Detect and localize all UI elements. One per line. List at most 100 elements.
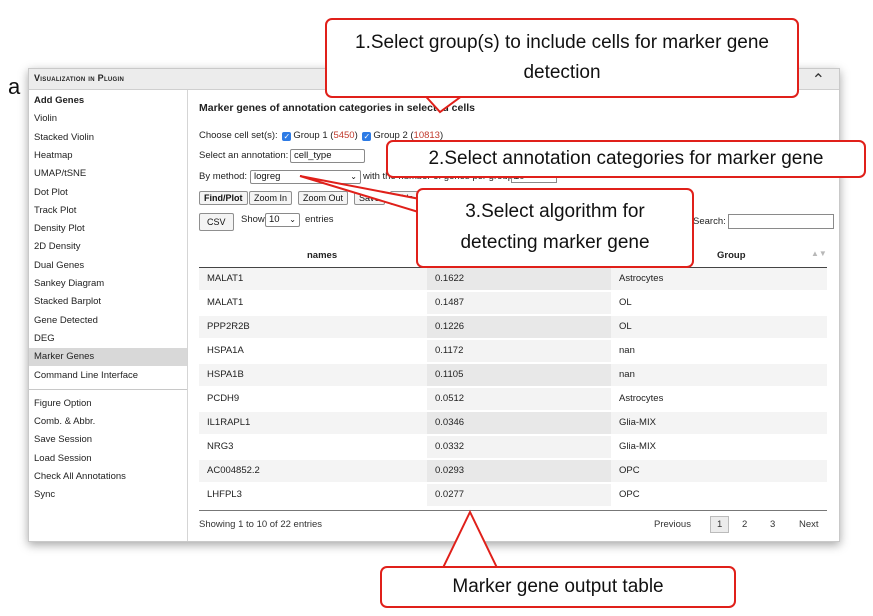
cell-group: nan: [619, 369, 635, 380]
sidebar-item-load-session[interactable]: Load Session: [34, 452, 92, 464]
sorted-column-shade: [427, 340, 611, 362]
pagination-previous[interactable]: Previous: [654, 519, 691, 530]
callout-3: 3.Select algorithm for detecting marker …: [416, 188, 694, 268]
group2-checkbox[interactable]: ✓: [362, 132, 372, 141]
table-info: Showing 1 to 10 of 22 entries: [199, 519, 323, 530]
entries-select[interactable]: 10 ⌄: [265, 213, 300, 227]
sort-icon: ▲▼: [811, 249, 827, 258]
group2-label: Group 2: [373, 130, 408, 141]
method-label: By method:: [199, 171, 248, 182]
column-header-group[interactable]: Group: [717, 250, 746, 261]
table-bottom-rule: [199, 510, 827, 511]
cellset-row: Choose cell set(s): ✓Group 1 (5450) ✓Gro…: [199, 130, 444, 141]
csv-button[interactable]: CSV: [199, 213, 234, 231]
cell-name: MALAT1: [207, 273, 244, 284]
pagination-page-2[interactable]: 2: [742, 519, 748, 530]
cell-score: 0.1622: [435, 273, 465, 284]
sidebar-item-umap-tsne[interactable]: UMAP/tSNE: [34, 168, 87, 180]
zoom-out-button[interactable]: Zoom Out: [298, 191, 349, 205]
sorted-column-shade: [427, 484, 611, 506]
cell-score: 0.0277: [435, 489, 465, 500]
sidebar-item-sync[interactable]: Sync: [34, 489, 56, 501]
sidebar-item-deg[interactable]: DEG: [34, 332, 55, 344]
cell-name: NRG3: [207, 441, 234, 452]
table-row[interactable]: MALAT1 0.1622 Astrocytes: [199, 268, 827, 290]
chevron-up-icon[interactable]: ⌃: [811, 72, 825, 89]
cell-name: MALAT1: [207, 297, 244, 308]
sorted-column-shade: [427, 268, 611, 290]
cell-group: Astrocytes: [619, 393, 664, 404]
sidebar-item-track-plot[interactable]: Track Plot: [34, 204, 77, 216]
annotation-label: Select an annotation:: [199, 150, 289, 161]
cellset-label: Choose cell set(s):: [199, 130, 278, 141]
cell-score: 0.1105: [435, 369, 464, 380]
table-row[interactable]: PCDH9 0.0512 Astrocytes: [199, 388, 827, 410]
group2-count: 10813: [413, 130, 440, 141]
cell-name: IL1RAPL1: [207, 417, 251, 428]
save-button[interactable]: Save: [354, 191, 385, 205]
cell-group: nan: [619, 345, 635, 356]
cell-score: 0.1172: [435, 345, 464, 356]
group1-label: Group 1: [293, 130, 328, 141]
panel-label: a: [8, 74, 21, 99]
table-row[interactable]: HSPA1A 0.1172 nan: [199, 340, 827, 362]
method-select[interactable]: logreg ⌄: [250, 170, 361, 184]
sidebar-item-dot-plot[interactable]: Dot Plot: [34, 186, 68, 198]
sidebar-item-2d-density[interactable]: 2D Density: [34, 241, 81, 253]
sidebar-item-sankey-diagram[interactable]: Sankey Diagram: [34, 278, 105, 289]
table-row[interactable]: NRG3 0.0332 Glia-MIX: [199, 436, 827, 458]
sorted-column-shade: [427, 460, 611, 482]
sidebar-item-command-line-interface[interactable]: Command Line Interface: [34, 369, 139, 381]
sorted-column-shade: [427, 412, 611, 434]
sorted-column-shade: [427, 292, 611, 314]
cell-group: Glia-MIX: [619, 441, 656, 452]
sidebar-item-gene-detected[interactable]: Gene Detected: [34, 314, 98, 326]
sidebar-item-check-all-annotations[interactable]: Check All Annotations: [34, 471, 126, 482]
cell-name: HSPA1B: [207, 369, 244, 380]
method-value: logreg: [254, 171, 281, 182]
sidebar-divider: [29, 388, 187, 390]
cell-score: 0.1226: [435, 321, 465, 332]
sidebar-item-density-plot[interactable]: Density Plot: [34, 223, 85, 235]
sidebar-item-comb-abbr-[interactable]: Comb. & Abbr.: [34, 416, 96, 428]
chevron-down-icon: ⌄: [289, 215, 296, 224]
callout-4: Marker gene output table: [380, 566, 736, 608]
pagination-page-3[interactable]: 3: [770, 519, 776, 530]
cell-name: HSPA1A: [207, 345, 244, 356]
group1-checkbox[interactable]: ✓: [282, 132, 292, 141]
cell-name: PCDH9: [207, 393, 240, 404]
pagination-next[interactable]: Next: [799, 519, 819, 530]
sidebar-item-stacked-barplot[interactable]: Stacked Barplot: [34, 296, 102, 308]
sidebar-item-stacked-violin[interactable]: Stacked Violin: [34, 131, 95, 143]
cell-score: 0.0346: [435, 417, 465, 428]
sidebar-item-dual-genes[interactable]: Dual Genes: [34, 259, 85, 271]
search-input[interactable]: [728, 214, 834, 229]
main-panel: Marker genes of annotation categories in…: [187, 90, 839, 541]
group1-count: 5450: [333, 130, 355, 141]
cell-group: Astrocytes: [619, 273, 664, 284]
sidebar-item-violin[interactable]: Violin: [34, 113, 58, 125]
cell-score: 0.0332: [435, 441, 465, 452]
sidebar-item-marker-genes[interactable]: Marker Genes: [29, 348, 187, 367]
sidebar-item-heatmap[interactable]: Heatmap: [34, 149, 73, 161]
cell-group: OL: [619, 321, 632, 332]
sorted-column-shade: [427, 388, 611, 410]
sidebar-item-add-genes[interactable]: Add Genes: [34, 95, 85, 106]
zoom-in-button[interactable]: Zoom In: [249, 191, 293, 205]
pagination-page-1[interactable]: 1: [710, 516, 730, 533]
page-title: Marker genes of annotation categories in…: [199, 102, 476, 114]
column-header-names[interactable]: names: [307, 250, 338, 261]
table-row[interactable]: HSPA1B 0.1105 nan: [199, 364, 827, 386]
annotation-select[interactable]: cell_type: [290, 149, 365, 163]
sidebar-item-save-session[interactable]: Save Session: [34, 434, 93, 446]
cell-score: 0.0293: [435, 465, 465, 476]
sidebar-item-figure-option[interactable]: Figure Option: [34, 397, 92, 409]
find-plot-button[interactable]: Find/Plot: [199, 191, 248, 205]
sorted-column-shade: [427, 436, 611, 458]
cell-score: 0.0512: [435, 393, 465, 404]
